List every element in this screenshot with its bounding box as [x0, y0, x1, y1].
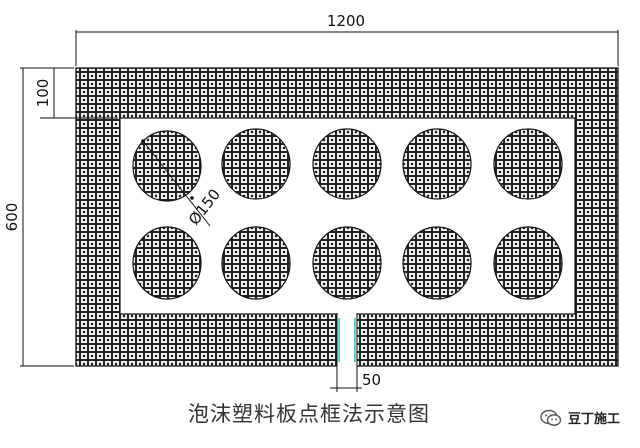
- border-label: 100: [34, 79, 52, 108]
- diameter-tick-start: [141, 139, 145, 143]
- hole-row1-col4: [402, 128, 472, 200]
- hole-row1-col3: [312, 128, 382, 200]
- hole-row1-col5: [493, 128, 563, 200]
- hole-row2-col5: [493, 226, 563, 300]
- diagram-caption: 泡沫塑料板点框法示意图: [188, 402, 430, 426]
- watermark-text: 豆丁施工: [567, 412, 620, 427]
- hole-row2-col2: [221, 226, 291, 300]
- width-label: 1200: [327, 12, 365, 30]
- hole-row1-col1: [132, 130, 202, 202]
- diameter-tick-end: [190, 196, 194, 200]
- wechat-icon: [540, 409, 562, 426]
- diameter-leader: [142, 140, 211, 227]
- height-label: 600: [3, 203, 21, 232]
- hole-row2-col1: [132, 226, 202, 300]
- watermark: 豆丁施工: [540, 408, 620, 427]
- bottom-gap-slot: [337, 313, 357, 367]
- hole-row2-col4: [402, 226, 472, 300]
- hole-row2-col3: [312, 226, 382, 300]
- hole-row1-col2: [221, 128, 291, 200]
- gap-label: 50: [362, 371, 381, 389]
